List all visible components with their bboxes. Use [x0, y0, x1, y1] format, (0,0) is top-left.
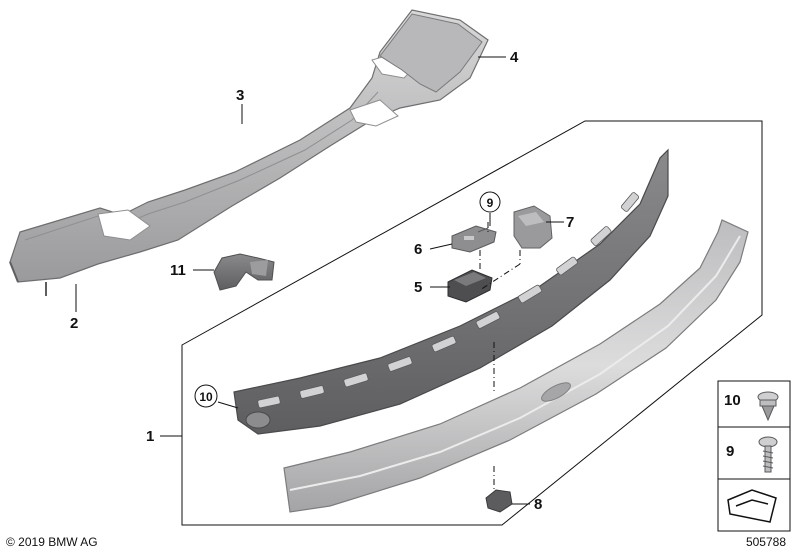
- callout-1: 1: [146, 428, 154, 445]
- callout-6: 6: [414, 241, 422, 258]
- screw-icon: [758, 436, 778, 473]
- module-part: [447, 269, 493, 303]
- fastener-legend: 10 9: [717, 380, 791, 532]
- alignment-lines: [479, 222, 521, 490]
- group-marker-icon: [727, 489, 777, 523]
- push-rivet-icon: [757, 391, 779, 422]
- leader-lines: [75, 56, 564, 505]
- callout-8: 8: [534, 496, 542, 513]
- callout-11: 11: [170, 262, 186, 279]
- callout-4: 4: [510, 49, 519, 66]
- circled-callout-9: 9: [479, 191, 501, 213]
- svg-text:10: 10: [199, 390, 213, 404]
- callout-labels: 3 4 2 11 6 5 7 1 8: [70, 49, 574, 513]
- callout-7: 7: [566, 214, 574, 231]
- upper-cover-panel: [9, 9, 489, 296]
- callout-3: 3: [236, 87, 244, 104]
- callout-2: 2: [70, 315, 78, 332]
- callout-5: 5: [414, 279, 422, 296]
- assembly-frame: [181, 120, 763, 526]
- circled-callout-10: 10: [194, 384, 218, 408]
- legend-label-9: 9: [726, 443, 734, 460]
- svg-text:9: 9: [487, 196, 494, 210]
- legend-label-10: 10: [724, 392, 741, 409]
- bracket-part: [213, 253, 275, 291]
- clip-part: [485, 489, 513, 513]
- cap-part: [513, 205, 553, 249]
- plate-part: [451, 225, 497, 253]
- figure-number: 505788: [746, 535, 786, 549]
- copyright-text: © 2019 BMW AG: [6, 535, 98, 549]
- spoiler-shell: [283, 219, 749, 513]
- carrier-part: [233, 148, 669, 435]
